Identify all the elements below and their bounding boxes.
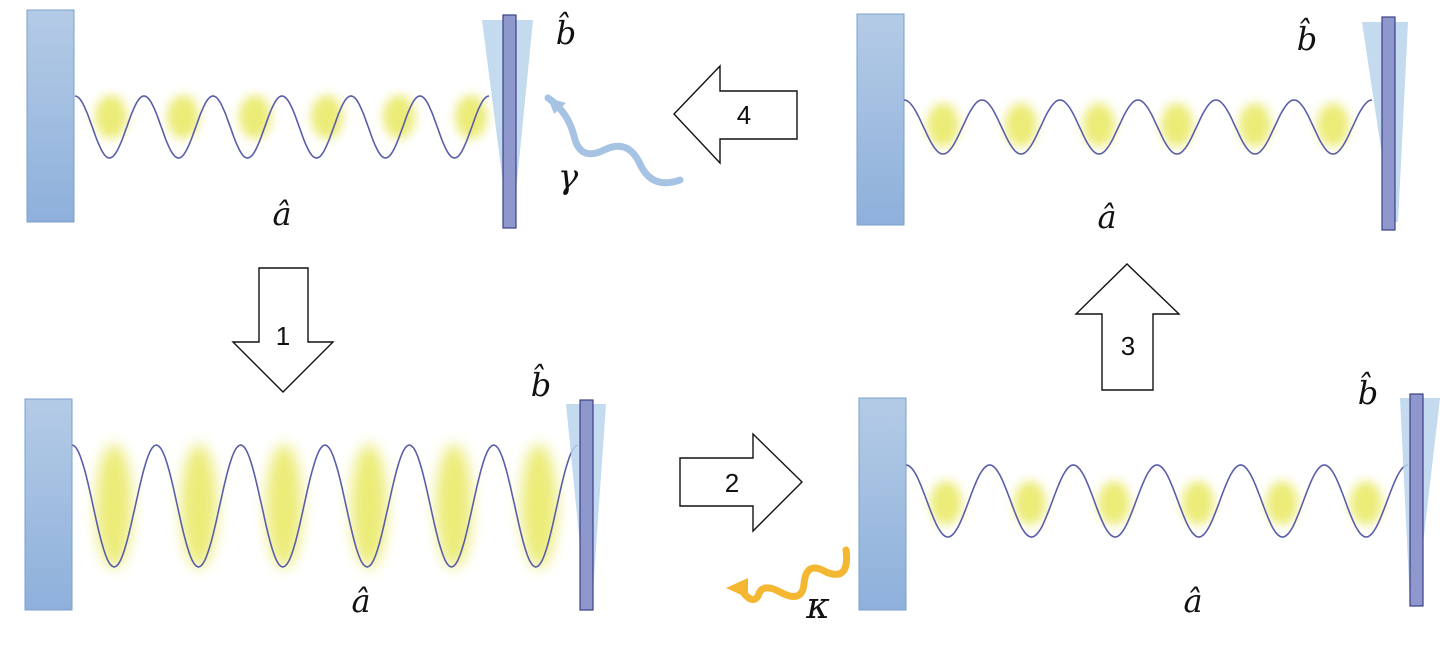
panel-top-left: â b̂ γ: [26, 9, 684, 233]
mechanical-mode-label: b̂: [531, 363, 551, 404]
field-lobe: [1014, 481, 1046, 525]
step-arrow-1: 1: [231, 267, 335, 393]
field-lobe: [96, 444, 132, 568]
field-lobe: [1317, 103, 1349, 147]
step-number: 3: [1121, 331, 1135, 361]
up-arrow-icon: [1074, 263, 1181, 391]
field-lobe: [1083, 103, 1115, 147]
cavity-mode-label: â: [1183, 582, 1202, 620]
field-lobe: [1098, 481, 1130, 525]
cavity-decay: κ: [726, 546, 851, 627]
field-lobe: [521, 444, 557, 568]
field-lobe: [1005, 103, 1037, 147]
step-arrow-3: 3: [1074, 263, 1181, 391]
field-intensity-glow: [927, 103, 1349, 147]
membrane-mirror: [502, 14, 517, 229]
membrane-mirror: [1381, 16, 1396, 231]
field-lobe: [383, 95, 415, 139]
down-arrow-icon: [231, 267, 335, 393]
damping-rate-label: γ: [558, 157, 579, 197]
cavity-mode-label: â: [351, 582, 370, 620]
step-number: 2: [725, 468, 739, 498]
cavity-mode-label: â: [1097, 198, 1116, 236]
membrane-mirror: [1409, 393, 1424, 607]
right-arrow-icon: [679, 432, 803, 533]
step-arrow-4: 4: [673, 64, 798, 165]
field-lobe: [311, 95, 343, 139]
fixed-mirror: [858, 397, 907, 611]
field-intensity-glow: [95, 95, 487, 139]
standing-wave: [71, 444, 579, 568]
photon-emission-arrowhead-icon: [726, 578, 748, 598]
field-intensity-glow: [96, 444, 557, 568]
phonon-emission-squiggle: [544, 94, 684, 187]
decay-rate-label: κ: [805, 586, 830, 627]
photon-emission-squiggle: [736, 546, 851, 604]
standing-wave: [903, 99, 1373, 155]
field-lobe: [1182, 481, 1214, 525]
mechanical-mode-label: b̂: [1358, 371, 1378, 412]
cavity-mode-label: â: [272, 195, 291, 233]
field-lobe: [95, 95, 127, 139]
field-lobe: [436, 444, 472, 568]
step-number: 1: [276, 321, 290, 351]
field-lobe: [1161, 103, 1193, 147]
field-lobe: [930, 481, 962, 525]
standing-wave: [74, 95, 490, 159]
field-lobe: [167, 95, 199, 139]
mechanical-mode-label: b̂: [1297, 17, 1317, 58]
field-lobe: [1266, 481, 1298, 525]
field-lobe: [351, 444, 387, 568]
left-arrow-icon: [673, 64, 798, 165]
panel-bottom-left: â b̂: [24, 363, 606, 620]
field-lobe: [266, 444, 302, 568]
mechanical-mode-label: b̂: [556, 11, 576, 52]
field-lobe: [1350, 481, 1382, 525]
field-lobe: [1239, 103, 1271, 147]
field-lobe: [455, 95, 487, 139]
step-number: 4: [737, 100, 751, 130]
fixed-mirror: [24, 398, 73, 611]
field-lobe: [927, 103, 959, 147]
field-lobe: [181, 444, 217, 568]
fixed-mirror: [26, 9, 75, 223]
panel-top-right: â b̂: [856, 13, 1408, 236]
field-lobe: [239, 95, 271, 139]
standing-wave: [905, 464, 1409, 538]
panel-bottom-right: â b̂: [858, 371, 1440, 620]
step-arrow-2: 2: [679, 432, 803, 533]
fixed-mirror: [856, 13, 905, 226]
membrane-mirror: [579, 399, 594, 611]
phonon-emission-arrowhead-icon: [548, 98, 566, 114]
field-intensity-glow: [930, 481, 1382, 525]
